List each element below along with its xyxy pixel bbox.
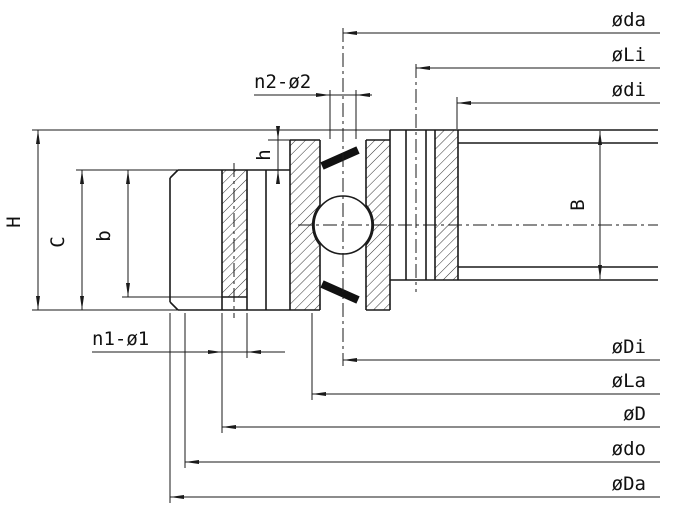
seal-top bbox=[320, 146, 360, 170]
dim-label-Di: øDi bbox=[612, 336, 646, 358]
dimensions-bottom: øDi øLa øD ødo øDa n1-ø1 bbox=[92, 313, 660, 503]
dim-label-do: ødo bbox=[612, 438, 646, 460]
raceway-wall-left bbox=[311, 140, 321, 310]
section-outlines bbox=[169, 129, 658, 311]
seal-bottom bbox=[320, 280, 360, 304]
dim-label-Li: øLi bbox=[612, 44, 646, 66]
dimensions-top: øda øLi ødi n2-ø2 bbox=[254, 9, 660, 139]
dim-label-n2: n2-ø2 bbox=[254, 71, 311, 93]
inner-ring-bolt-section bbox=[435, 130, 458, 280]
dim-label-da: øda bbox=[612, 9, 646, 31]
centerlines bbox=[233, 28, 658, 366]
dim-label-di: ødi bbox=[612, 79, 646, 101]
dim-label-C: C bbox=[47, 236, 69, 247]
dim-label-Da: øDa bbox=[612, 473, 646, 495]
dimensions-left: H C b h bbox=[3, 126, 390, 311]
dim-label-b: b bbox=[93, 230, 115, 241]
dim-label-La: øLa bbox=[612, 370, 646, 392]
dim-label-n1: n1-ø1 bbox=[92, 328, 149, 350]
dim-label-h: h bbox=[253, 149, 275, 160]
dim-label-H: H bbox=[3, 216, 25, 227]
dim-label-D: øD bbox=[623, 403, 646, 425]
dimension-B: B bbox=[567, 131, 602, 279]
dim-label-B: B bbox=[567, 199, 589, 210]
